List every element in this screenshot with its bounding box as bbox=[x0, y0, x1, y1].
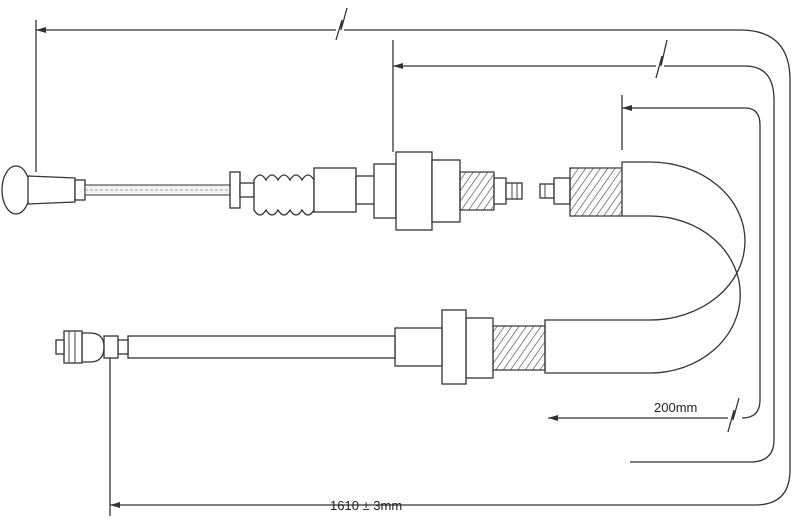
inner-wire bbox=[84, 184, 236, 196]
adjuster-nut bbox=[373, 151, 461, 231]
dimension-label-overall: 1610 ± 3mm bbox=[330, 498, 402, 513]
dimension-label-200mm: 200mm bbox=[654, 400, 697, 415]
end-fitting-left bbox=[55, 330, 129, 364]
dimension-line-3 bbox=[548, 95, 761, 433]
dimension-line-1 bbox=[35, 7, 791, 506]
threaded-section-left bbox=[459, 171, 523, 211]
ball-end-fitting bbox=[1, 165, 86, 215]
lower-threaded-section bbox=[394, 309, 546, 385]
rubber-boot bbox=[229, 167, 381, 216]
lower-conduit bbox=[127, 335, 396, 359]
dimension-line-2 bbox=[392, 39, 775, 463]
threaded-section-right bbox=[539, 167, 623, 217]
dimension-line-overall bbox=[109, 358, 120, 516]
